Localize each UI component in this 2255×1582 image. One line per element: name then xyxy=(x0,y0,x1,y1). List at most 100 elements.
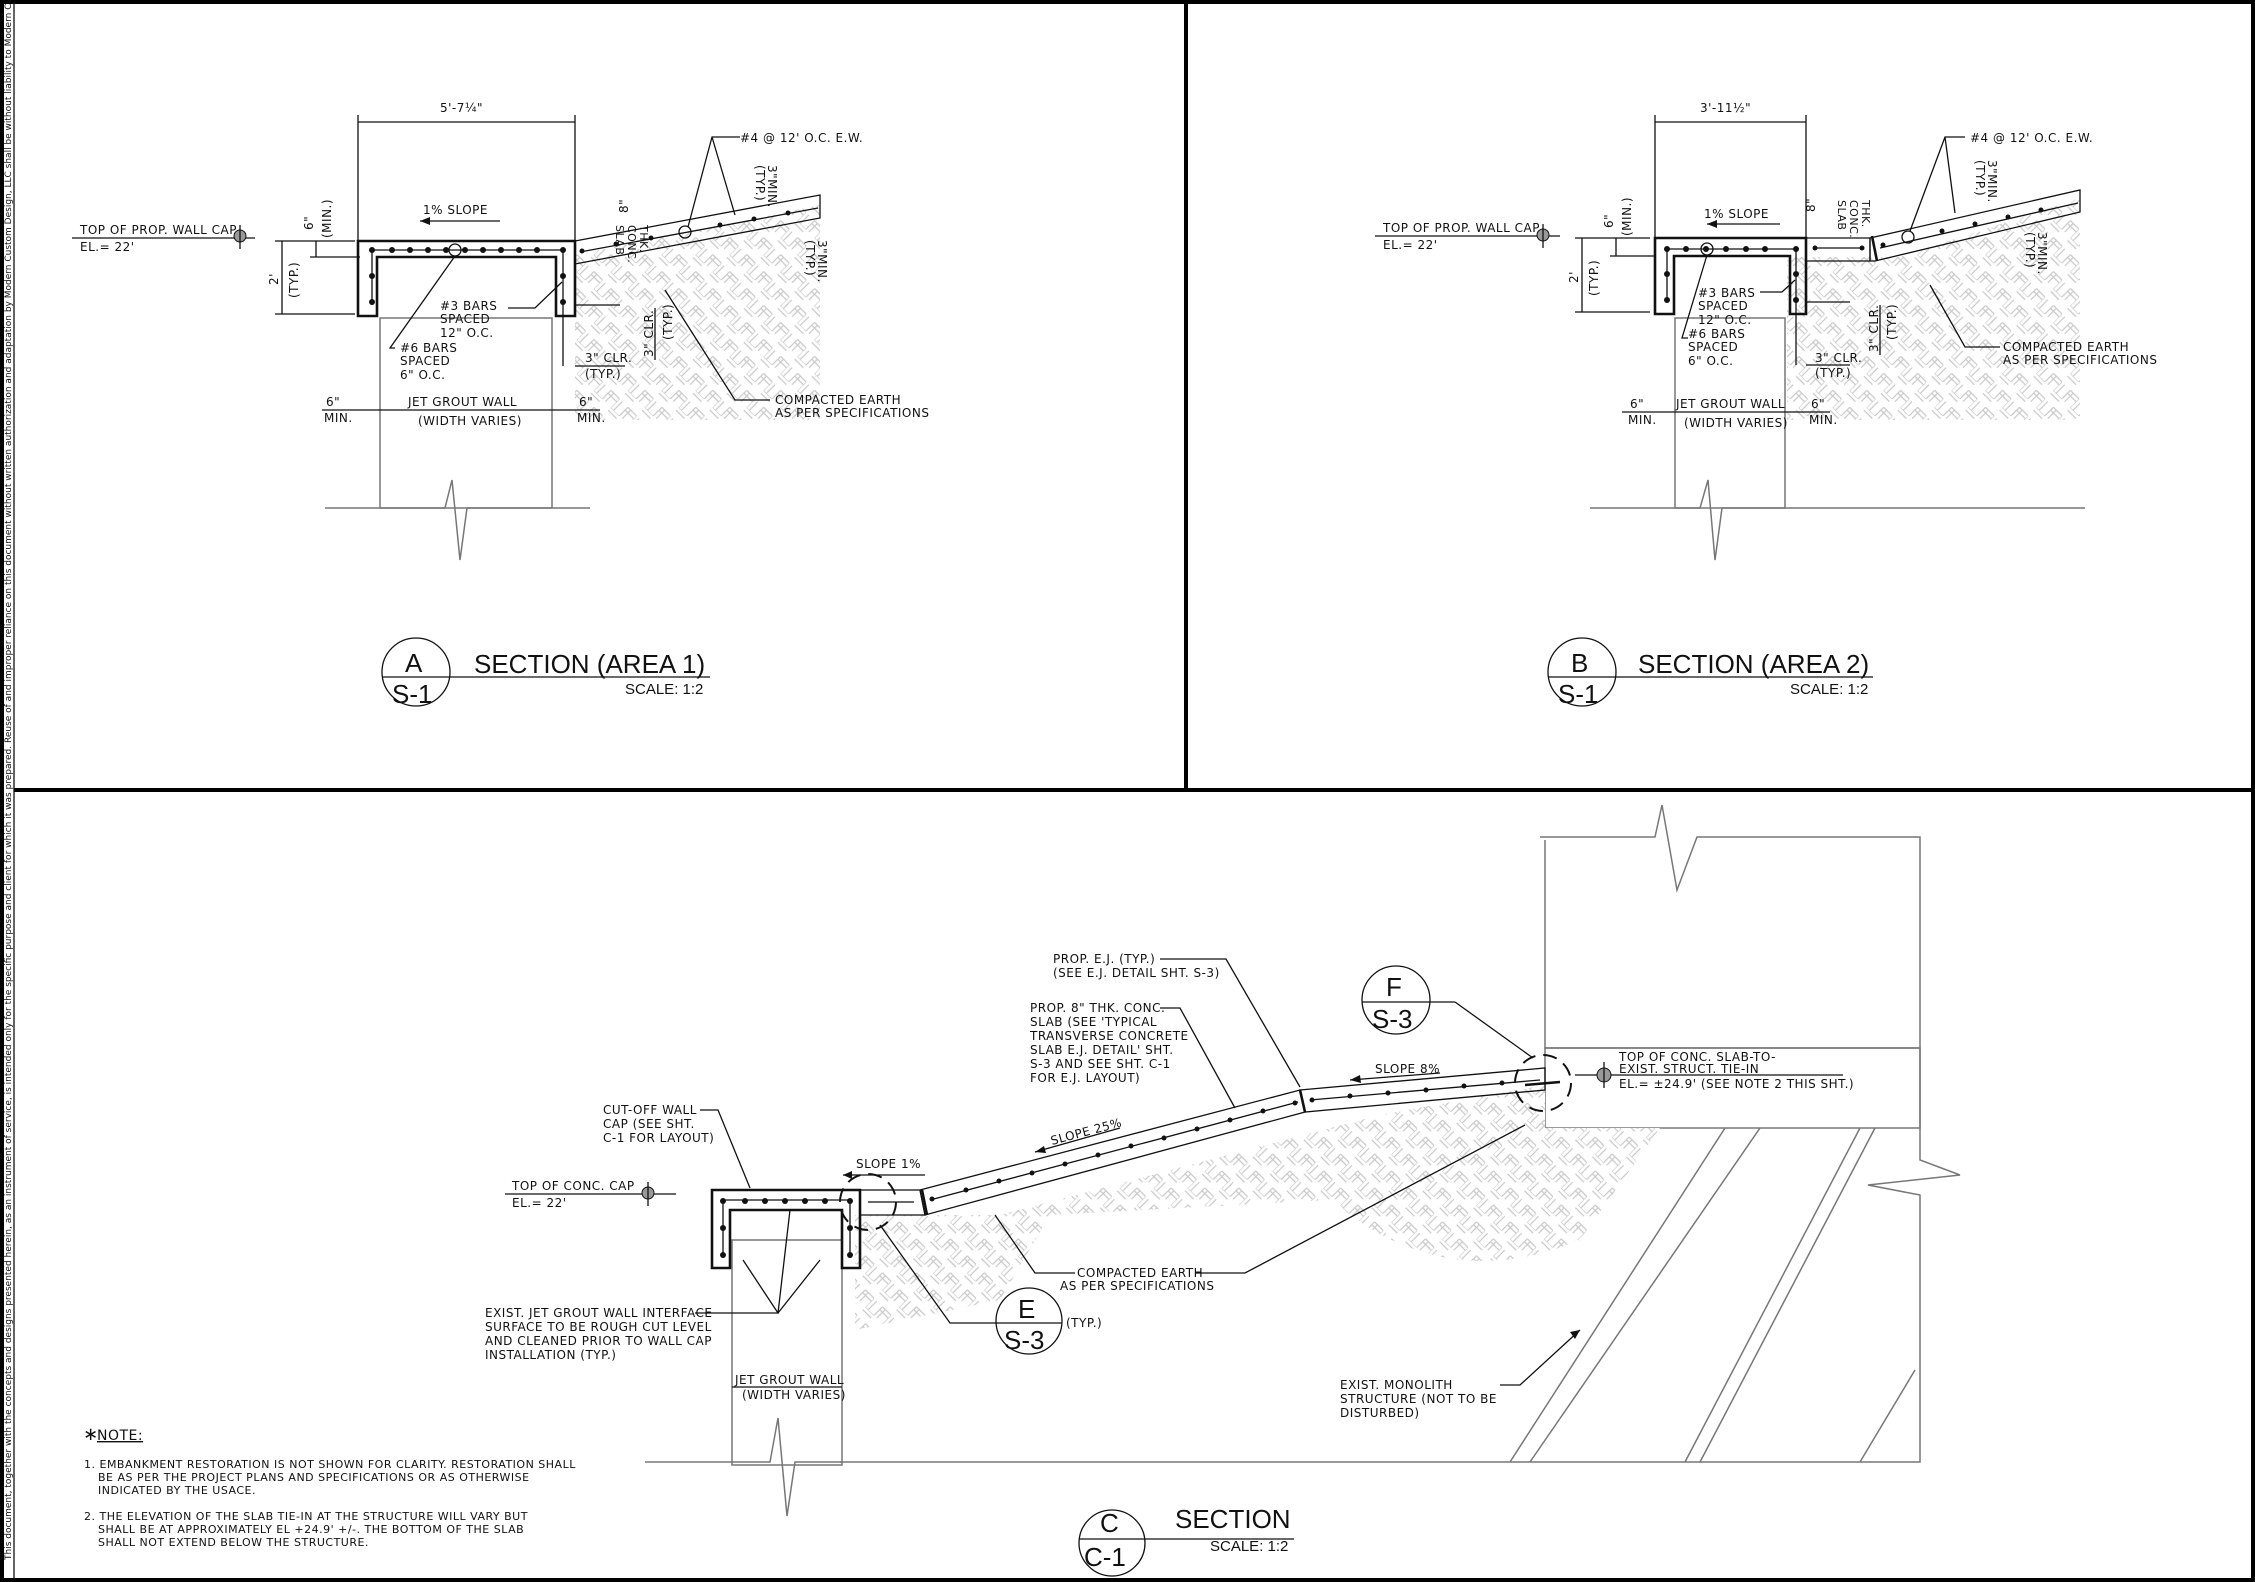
slab-rebar-callout-ring xyxy=(678,225,692,239)
min3-top-note: (TYP.) xyxy=(753,165,767,201)
cutoff-label-3: C-1 FOR LAYOUT) xyxy=(603,1131,714,1145)
min-right-label: MIN. xyxy=(1809,413,1838,427)
clear-vertical-note: (TYP.) xyxy=(1885,304,1899,340)
elevation-label: TOP OF CONC. CAP xyxy=(511,1179,635,1193)
width-dimension: 3'-11½" xyxy=(1700,101,1751,115)
slab-label-3: TRANSVERSE CONCRETE xyxy=(1029,1029,1189,1043)
section-scale: SCALE: 1:2 xyxy=(1210,1538,1288,1555)
wall-cap xyxy=(356,239,577,318)
section-b: 3'-11½" 1% SLOPE TOP OF PROP. WALL CAP E… xyxy=(1375,101,2157,709)
slope25-label: SLOPE 25% xyxy=(1049,1115,1123,1147)
min3-bottom: 3"MIN. xyxy=(2035,232,2049,275)
bars3-line2: SPACED xyxy=(440,312,490,326)
detail-f-letter: F xyxy=(1386,972,1402,1002)
earth-label-1: COMPACTED EARTH xyxy=(2003,340,2129,354)
rebar-dots xyxy=(369,247,566,305)
cap-thickness: 6" xyxy=(302,216,316,230)
notes-heading: NOTE: xyxy=(97,1428,143,1444)
note-1-line-2: BE AS PER THE PROJECT PLANS AND SPECIFIC… xyxy=(98,1471,530,1484)
min3-top: 3"MIN. xyxy=(1985,160,1999,203)
note-1-line-3: INDICATED BY THE USACE. xyxy=(98,1484,256,1497)
cap-thickness: 6" xyxy=(1602,214,1616,228)
clear-vertical: 3" CLR. xyxy=(642,310,656,357)
slab-label-4: SLAB E.J. DETAIL' SHT. xyxy=(1030,1043,1174,1057)
min-left-label: MIN. xyxy=(324,411,353,425)
clear-vertical-note: (TYP.) xyxy=(661,304,675,340)
detail-f-circle xyxy=(1514,1054,1572,1112)
width-varies-label: (WIDTH VARIES) xyxy=(418,414,522,428)
tie-in-label-2: EXIST. STRUCT. TIE-IN xyxy=(1619,1062,1759,1076)
bars3-line1: #3 BARS xyxy=(1698,286,1755,300)
slab-rebar xyxy=(579,207,819,253)
min-right-value: 6" xyxy=(579,395,593,409)
elevation-label: TOP OF PROP. WALL CAP xyxy=(79,223,237,237)
min-right-value: 6" xyxy=(1811,397,1825,411)
clear-label: 3" CLR. xyxy=(1815,351,1862,365)
tie-in-label-1: TOP OF CONC. SLAB-TO- xyxy=(1618,1050,1776,1064)
jet-grout-wall xyxy=(731,1239,843,1466)
detail-f-sheet: S-3 xyxy=(1372,1004,1412,1034)
bubble-sheet: S-1 xyxy=(1558,679,1598,709)
rebar-dots xyxy=(720,1198,853,1258)
slab-rebar-dots xyxy=(1812,207,2044,251)
cutoff-label-2: CAP (SEE SHT. xyxy=(603,1117,695,1131)
cutoff-label-1: CUT-OFF WALL xyxy=(603,1103,697,1117)
slab-slab: SLAB xyxy=(613,225,626,255)
cap-height: 2' xyxy=(1567,271,1581,283)
interface-label-3: AND CLEANED PRIOR TO WALL CAP xyxy=(485,1334,712,1348)
compacted-earth-hatch xyxy=(575,205,820,420)
detail-f-bubble xyxy=(1361,965,1431,1035)
bubble-sheet: S-1 xyxy=(392,679,432,709)
compacted-earth-hatch xyxy=(1787,198,2080,420)
concrete-slab xyxy=(574,194,821,265)
compacted-earth-hatch xyxy=(855,1085,1660,1330)
min3-top: 3"MIN. xyxy=(765,165,779,208)
rebar4-label: #4 @ 12' O.C. E.W. xyxy=(1970,131,2093,145)
rebar4-label: #4 @ 12' O.C. E.W. xyxy=(740,131,863,145)
slab-thk: THK. xyxy=(1859,199,1872,228)
bars6-line1: #6 BARS xyxy=(400,341,457,355)
bars3-line1: #3 BARS xyxy=(440,299,497,313)
detail-e-bubble xyxy=(995,1287,1063,1355)
bars6-line2: SPACED xyxy=(1688,340,1738,354)
slope-label: 1% SLOPE xyxy=(423,203,488,217)
notes: ∗ NOTE: 1. EMBANKMENT RESTORATION IS NOT… xyxy=(83,1424,576,1549)
detail-e-sheet: S-3 xyxy=(1004,1325,1044,1355)
bubble-sheet: C-1 xyxy=(1084,1542,1126,1572)
section-bubble xyxy=(381,637,451,707)
existing-monolith-structure xyxy=(840,804,1961,1463)
jet-grout-wall xyxy=(379,317,553,509)
note-2-line-2: SHALL BE AT APPROXIMATELY EL +24.9' +/-.… xyxy=(98,1523,524,1536)
min-left-value: 6" xyxy=(326,395,340,409)
slab-conc: CONC. xyxy=(1847,200,1860,238)
cap-thickness-note: (MIN.) xyxy=(320,199,334,238)
interface-label-1: EXIST. JET GROUT WALL INTERFACE xyxy=(485,1306,712,1320)
elevation-value: EL.= 22' xyxy=(80,240,135,254)
bars6-line3: 6" O.C. xyxy=(400,368,445,382)
clear-note: (TYP.) xyxy=(585,367,621,381)
tie-in-label-3: EL.= ±24.9' (SEE NOTE 2 THIS SHT.) xyxy=(1619,1077,1854,1091)
section-c: TOP OF CONC. CAP EL.= 22' CUT-OFF WALL C… xyxy=(485,804,1961,1577)
jet-grout-label: JET GROUT WALL xyxy=(407,395,517,409)
jet-grout-label: JET GROUT WALL xyxy=(734,1373,844,1387)
note-star-icon: ∗ xyxy=(83,1424,99,1445)
width-varies-label: (WIDTH VARIES) xyxy=(742,1388,846,1402)
interface-label-4: INSTALLATION (TYP.) xyxy=(485,1348,616,1362)
cap-height: 2' xyxy=(267,273,281,285)
cap-thickness-note: (MIN.) xyxy=(1620,197,1634,236)
slope-label: 1% SLOPE xyxy=(1704,207,1769,221)
bubble-letter: B xyxy=(1571,648,1588,678)
note-1-line-1: 1. EMBANKMENT RESTORATION IS NOT SHOWN F… xyxy=(84,1458,576,1471)
min3-bottom-note: (TYP.) xyxy=(2023,232,2037,268)
monolith-label-2: STRUCTURE (NOT TO BE xyxy=(1340,1392,1497,1406)
earth-label-2: AS PER SPECIFICATIONS xyxy=(1060,1279,1214,1293)
interface-label-2: SURFACE TO BE ROUGH CUT LEVEL xyxy=(485,1320,712,1334)
structure-hatching xyxy=(1509,1127,1916,1463)
min3-bottom-note: (TYP.) xyxy=(803,240,817,276)
ej-label-2: (SEE E.J. DETAIL SHT. S-3) xyxy=(1053,966,1220,980)
slab-thickness: 8" xyxy=(617,199,631,213)
wall-cap xyxy=(1653,236,1808,316)
min-left-value: 6" xyxy=(1630,397,1644,411)
clear-note: (TYP.) xyxy=(1815,366,1851,380)
section-bubble xyxy=(1547,637,1617,707)
